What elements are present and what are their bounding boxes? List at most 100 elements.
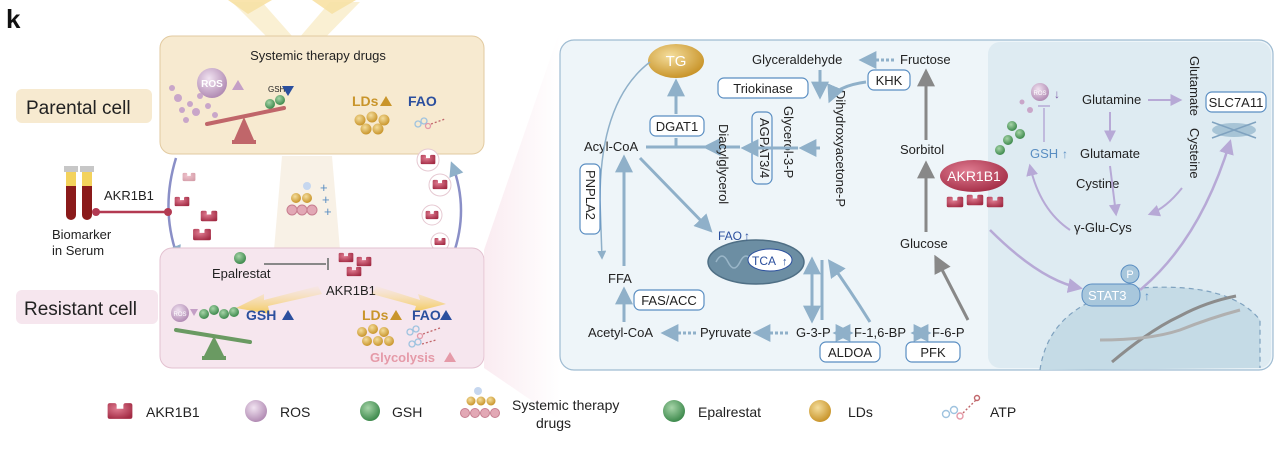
phospho-ball [1120,264,1140,284]
fao-label-parental: FAO [408,93,437,109]
legend-atp-label: ATP [990,404,1016,420]
khk-to-dhap [827,80,867,104]
svg-text:FAS/ACC: FAS/ACC [641,293,697,308]
legend-lds-label: LDs [848,404,873,420]
seesaw-parental [205,106,286,144]
tg-label: TG [666,53,687,70]
fao-label-resistant: FAO [412,307,441,323]
plus-sign-1: + [320,180,328,195]
gsh-label-nucleus: GSH [1030,146,1058,161]
zoom-wedge [484,30,560,420]
gluCys-to-gsh [1026,163,1071,231]
diacylglycerol-label: Diacylglycerol [716,124,731,204]
lds-cluster-resistant [357,324,394,346]
pyruvate-label: Pyruvate [700,325,751,340]
parental-cell-tag [16,89,152,123]
biomarker-label-2: in Serum [52,243,104,258]
serum-tubes [64,166,94,220]
acyl-coa-to-fao [638,156,713,233]
legend-akr1b1-icon [107,403,133,419]
pfk-box: PFK [905,341,961,363]
gsh-balls-nucleus [995,121,1025,155]
gsh-label-resistant: GSH [246,307,276,323]
plus-sign-3: + [324,204,332,219]
ros-label-nucleus: ROS [1033,91,1046,97]
cystine-to-gluCys [1147,187,1183,217]
drug-funnel-left [232,2,300,45]
gsh-up-triangle-resistant [282,310,294,320]
systemic-drugs-label: Systemic therapy drugs [250,48,386,63]
akr1b1-label-left: AKR1B1 [104,188,154,203]
cystine-label: Cystine [1076,176,1119,191]
ros-particles-parental [169,85,218,123]
akr1b1-pill [940,160,1008,192]
svg-text:DGAT1: DGAT1 [656,119,698,134]
dna-strand-b [1099,308,1241,342]
gsh-label-parental: GSH [268,85,286,94]
legend-drugs-label-1: Systemic therapy [512,397,619,413]
fructose-label: Fructose [900,52,951,67]
svg-text:KHK: KHK [876,73,903,88]
tca-label: TCA [752,254,776,268]
ros-label-resistant: ROS [173,312,186,318]
fao-up-arrow-pathway: ↑ [744,229,750,243]
triokinase-box: Triokinase [717,77,809,99]
gsh-up-arrow-nucleus: ↑ [1062,147,1068,161]
svg-text:Triokinase: Triokinase [733,81,792,96]
ros-down-triangle-resistant [190,309,198,316]
svg-text:SLC7A11: SLC7A11 [1209,95,1264,110]
legend-epalrestat-label: Epalrestat [698,404,761,420]
svg-text:PFK: PFK [920,345,946,360]
akr1b1-pill-label: AKR1B1 [947,168,1001,184]
ros-label-parental: ROS [201,79,223,90]
ffa-label: FFA [608,271,632,286]
g3p-label: G-3-P [796,325,831,340]
gsh-down-triangle-parental [282,86,294,96]
akr1b1-icons-left [174,172,218,241]
svg-text:ALDOA: ALDOA [828,345,872,360]
f16bp-to-dhap [827,259,872,323]
legend-lds-icon [809,400,831,422]
nucleus-zone [988,42,1271,368]
tg-droplet [648,44,704,78]
biomarker-link-start [164,208,172,216]
biomarker-link-end [92,208,100,216]
glycolysis-up-triangle [444,352,456,362]
panel-letter: k [6,4,21,34]
glutamate-label: Glutamate [1080,146,1140,161]
f16bp-label: F-1,6-BP [854,325,906,340]
khk-box: KHK [867,69,911,91]
feedback-arc-right [449,161,464,259]
sorbitol-label: Sorbitol [900,142,944,157]
lds-label-resistant: LDs [362,307,389,323]
glutamine-label: Glutamine [1082,92,1141,107]
slc7a11-box: SLC7A11 [1205,91,1267,113]
epalrestat-ball [234,252,246,264]
dhap-label: Dihydroxyacetone-P [833,90,848,207]
legend-ros-label: ROS [280,404,310,420]
tca-bubble [747,248,793,272]
resistant-cell-label: Resistant cell [24,299,137,320]
fao-up-triangle-resistant [440,310,452,320]
legend-gsh-label: GSH [392,404,422,420]
phospho-label: P [1126,269,1133,281]
legend-ros-icon [245,400,267,422]
biomarker-label-1: Biomarker [52,227,112,242]
acyl-coa-label: Acyl-CoA [584,139,639,154]
lds-up-triangle-resistant [390,310,402,320]
gsh-ball-parental-b [275,95,285,105]
lds-cluster-parental [354,111,390,135]
akr1b1-label-resistant: AKR1B1 [326,283,376,298]
plus-sign-2: + [322,192,330,207]
gamma-glu-cys-label: γ-Glu-Cys [1074,220,1132,235]
glyceraldehyde-label: Glyceraldehyde [752,52,842,67]
legend-epalrestat-icon [663,400,685,422]
gsh-ball-parental-a [265,99,275,109]
svg-text:PNPLA2: PNPLA2 [583,170,598,220]
ros-ball-resistant [171,304,189,322]
stat3-up-arrow: ↑ [1144,289,1150,303]
slc7a11-cross-b [1211,121,1257,139]
f6p-label: F-6-P [932,325,965,340]
akr1b1-to-stat3 [989,229,1083,293]
pnpla2-box: PNPLA2 [579,163,601,235]
